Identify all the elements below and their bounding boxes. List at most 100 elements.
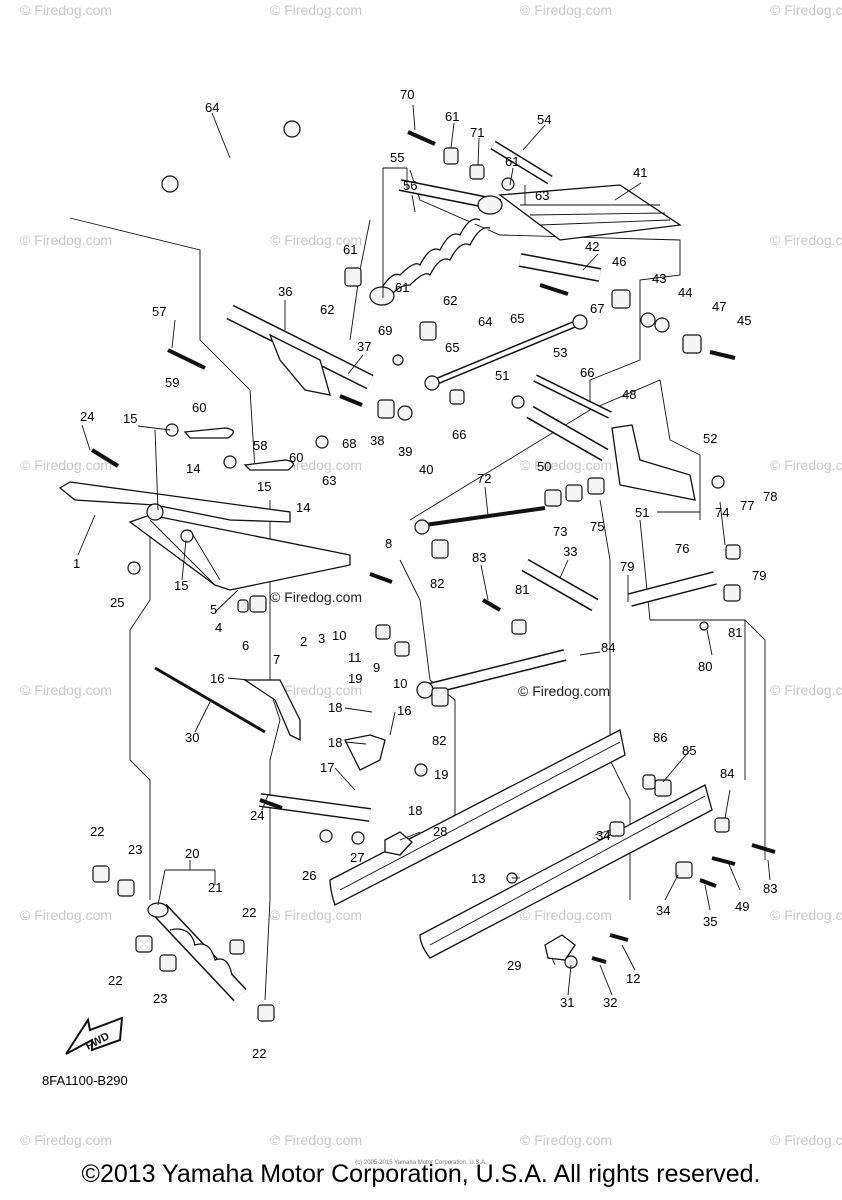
part-17-link — [259, 734, 386, 822]
callout-59: 59 — [165, 375, 179, 390]
watermark: © Firedog.com — [20, 2, 112, 18]
callout-47: 47 — [712, 299, 726, 314]
watermark: © Firedog.com — [770, 232, 842, 248]
diagram-code: 8FA1100-B290 — [42, 1073, 128, 1088]
callout-81: 81 — [515, 582, 529, 597]
part-29-bracket — [544, 934, 576, 961]
part-20-front-shock — [147, 902, 247, 1002]
part-50-shaft — [526, 405, 609, 462]
watermark: © Firedog.com — [270, 682, 362, 698]
part-slide-rail-left — [329, 729, 626, 906]
callout-22: 22 — [90, 824, 104, 839]
callout-55: 55 — [390, 150, 404, 165]
part-33-shaft — [521, 558, 599, 612]
callout-71: 71 — [470, 125, 484, 140]
callout-62: 62 — [443, 293, 457, 308]
callout-54: 54 — [537, 112, 551, 127]
callout-60: 60 — [192, 400, 206, 415]
callout-56: 56 — [403, 178, 417, 193]
callout-76: 76 — [675, 541, 689, 556]
part-42-shaft — [518, 253, 602, 282]
callout-68: 68 — [342, 436, 356, 451]
callout-45: 45 — [737, 313, 751, 328]
callout-82: 82 — [430, 576, 444, 591]
callout-61: 61 — [343, 242, 357, 257]
callout-65: 65 — [445, 340, 459, 355]
callout-20: 20 — [185, 846, 199, 861]
callout-51: 51 — [495, 368, 509, 383]
callout-16: 16 — [210, 671, 224, 686]
callout-66: 66 — [452, 427, 466, 442]
callout-10: 10 — [393, 676, 407, 691]
watermark: © Firedog.com — [770, 907, 842, 923]
callout-62: 62 — [320, 302, 334, 317]
callout-77: 77 — [740, 498, 754, 513]
callout-67: 67 — [590, 301, 604, 316]
callout-29: 29 — [507, 958, 521, 973]
part-76-shaft — [628, 571, 717, 607]
watermark: © Firedog.com — [520, 1132, 612, 1148]
callout-53: 53 — [553, 345, 567, 360]
callout-83: 83 — [472, 550, 486, 565]
callout-64: 64 — [205, 100, 219, 115]
callout-26: 26 — [302, 868, 316, 883]
callout-60: 60 — [289, 450, 303, 465]
leader-lines — [77, 104, 771, 996]
callout-10: 10 — [332, 628, 346, 643]
callout-43: 43 — [652, 271, 666, 286]
callout-9: 9 — [373, 660, 380, 675]
parts-layer — [58, 120, 776, 1022]
callout-51: 51 — [635, 505, 649, 520]
watermark: © Firedog.com — [20, 1132, 112, 1148]
callout-72: 72 — [477, 471, 491, 486]
center-watermark: © Firedog.com — [518, 683, 610, 699]
callout-17: 17 — [320, 760, 334, 775]
callout-79: 79 — [752, 568, 766, 583]
callout-35: 35 — [703, 914, 717, 929]
callout-82: 82 — [432, 733, 446, 748]
callout-18: 18 — [328, 735, 342, 750]
callout-63: 63 — [322, 473, 336, 488]
callout-36: 36 — [278, 284, 292, 299]
watermark: © Firedog.com — [20, 907, 112, 923]
callout-52: 52 — [703, 431, 717, 446]
callout-70: 70 — [400, 87, 414, 102]
callout-24: 24 — [80, 409, 94, 424]
callout-61: 61 — [445, 109, 459, 124]
callout-39: 39 — [398, 444, 412, 459]
callout-14: 14 — [186, 461, 200, 476]
watermark: © Firedog.com — [770, 682, 842, 698]
watermark: © Firedog.com — [270, 1132, 362, 1148]
callout-32: 32 — [603, 995, 617, 1010]
callout-64: 64 — [478, 314, 492, 329]
copyright-notice: ©2013 Yamaha Motor Corporation, U.S.A. A… — [81, 1160, 761, 1188]
callout-65: 65 — [510, 311, 524, 326]
tiny-note: (c) 2005-2015 Yamaha Motor Corporation, … — [355, 1160, 487, 1166]
callout-12: 12 — [626, 971, 640, 986]
part-41-bracket — [498, 184, 682, 241]
callout-18: 18 — [328, 700, 342, 715]
callout-11: 11 — [348, 650, 362, 665]
callout-42: 42 — [585, 239, 599, 254]
callout-34: 34 — [596, 828, 610, 843]
callout-7: 7 — [273, 652, 280, 667]
callout-44: 44 — [678, 285, 692, 300]
callout-23: 23 — [153, 991, 167, 1006]
callout-labels: 64 70 61 71 54 55 56 61 63 41 61 62 42 4… — [73, 87, 777, 1061]
callout-63: 63 — [535, 188, 549, 203]
callout-31: 31 — [560, 995, 574, 1010]
callout-79: 79 — [620, 559, 634, 574]
part-53-shaft — [533, 374, 612, 419]
callout-13: 13 — [471, 871, 485, 886]
callout-86: 86 — [653, 730, 667, 745]
part-48-bracket — [611, 424, 696, 501]
callout-15: 15 — [257, 479, 271, 494]
part-55-rear-shock — [369, 179, 503, 306]
watermark: © Firedog.com — [520, 907, 612, 923]
callout-38: 38 — [370, 433, 384, 448]
inline-watermark: © Firedog.com — [270, 589, 362, 605]
callout-19: 19 — [348, 671, 362, 686]
watermark: © Firedog.com — [520, 457, 612, 473]
callout-75: 75 — [590, 519, 604, 534]
